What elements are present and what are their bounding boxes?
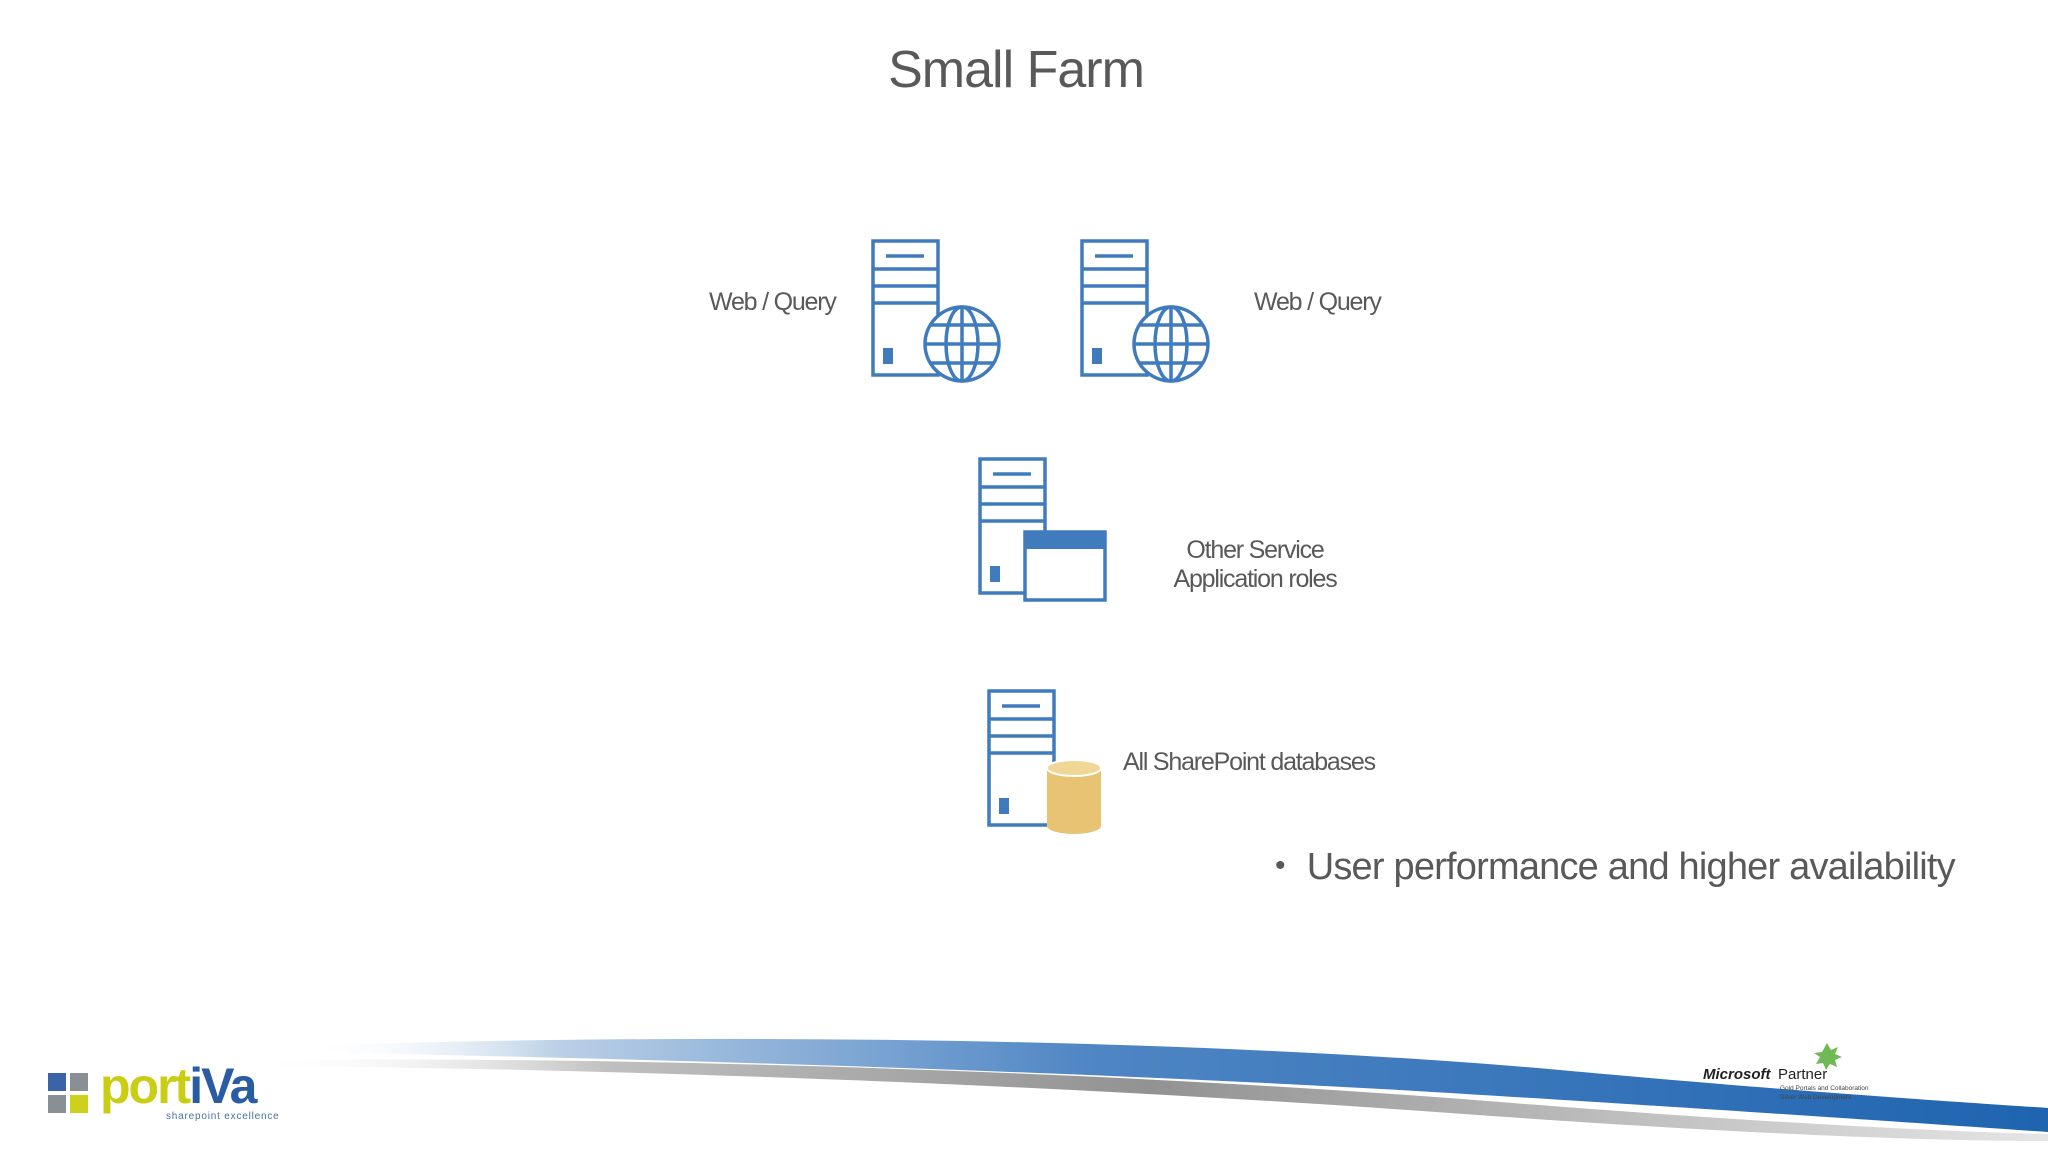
web-query-label-right: Web / Query bbox=[1254, 288, 1382, 316]
web-server-icon bbox=[1080, 239, 1210, 383]
database-server-icon bbox=[987, 689, 1102, 834]
portiva-brand-name: portiVa bbox=[100, 1058, 259, 1114]
web-query-label-left: Web / Query bbox=[709, 288, 837, 316]
service-roles-label: Other Service Application roles bbox=[1170, 536, 1340, 594]
microsoft-text: Microsoft bbox=[1703, 1066, 1772, 1083]
partner-competency-silver: Silver Web Development bbox=[1780, 1094, 1852, 1101]
application-server-icon bbox=[978, 457, 1107, 602]
slide-title: Small Farm bbox=[888, 41, 1145, 99]
partner-text: Partner bbox=[1778, 1066, 1827, 1083]
partner-competency-gold: Gold Portals and Collaboration bbox=[1780, 1085, 1869, 1092]
portiva-tagline: sharepoint excellence bbox=[166, 1111, 280, 1122]
bullet-dot: • bbox=[1275, 849, 1285, 882]
bullet-item: • User performance and higher availabilit… bbox=[1275, 846, 1956, 889]
service-roles-label-line2: Application roles bbox=[1173, 565, 1337, 593]
portiva-logo: portiVa sharepoint excellence bbox=[48, 1058, 280, 1122]
databases-label: All SharePoint databases bbox=[1123, 748, 1376, 776]
microsoft-partner-logo: Microsoft Partner Gold Portals and Colla… bbox=[1703, 1043, 1869, 1101]
bullet-text: User performance and higher availability bbox=[1306, 846, 1956, 888]
footer-swoosh bbox=[250, 1038, 2048, 1141]
service-roles-label-line1: Other Service bbox=[1186, 536, 1324, 564]
web-server-icon bbox=[871, 239, 1001, 383]
